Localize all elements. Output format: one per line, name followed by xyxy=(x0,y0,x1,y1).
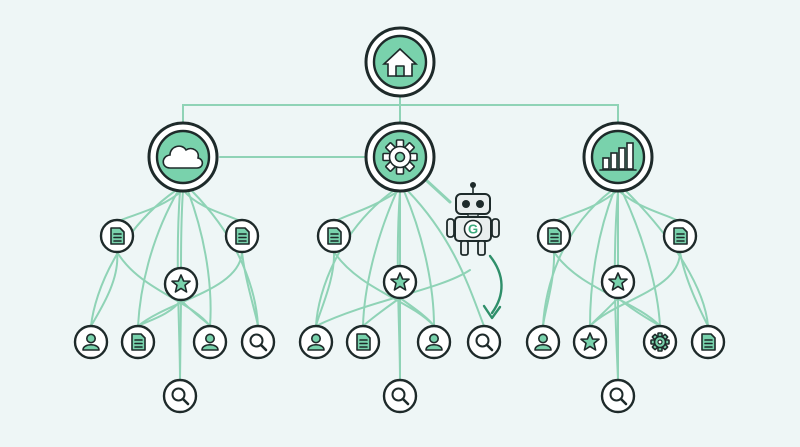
document-icon xyxy=(547,227,562,245)
document-icon xyxy=(235,227,250,245)
chart-node[interactable] xyxy=(582,121,654,193)
document-icon xyxy=(110,227,125,245)
page-node[interactable] xyxy=(382,378,418,414)
page-node[interactable] xyxy=(416,324,452,360)
page-node[interactable] xyxy=(120,324,156,360)
page-node[interactable] xyxy=(690,324,726,360)
page-node[interactable] xyxy=(163,266,199,302)
gear-icon xyxy=(382,139,418,175)
page-node[interactable] xyxy=(99,218,135,254)
crawler-robot: G xyxy=(446,182,500,256)
gear-node[interactable] xyxy=(364,121,436,193)
gear-icon xyxy=(650,332,670,352)
page-node[interactable] xyxy=(466,324,502,360)
page-node[interactable] xyxy=(642,324,678,360)
page-node[interactable] xyxy=(298,324,334,360)
page-node[interactable] xyxy=(316,218,352,254)
page-node[interactable] xyxy=(600,264,636,300)
document-icon xyxy=(673,227,688,245)
page-node[interactable] xyxy=(345,324,381,360)
cloud-node[interactable] xyxy=(147,121,219,193)
page-node[interactable] xyxy=(536,218,572,254)
connection-lines xyxy=(90,95,709,381)
root-node[interactable] xyxy=(364,26,436,98)
crawler-badge: G xyxy=(468,222,478,237)
document-icon xyxy=(131,333,146,351)
page-node[interactable] xyxy=(572,324,608,360)
document-icon xyxy=(701,333,716,351)
page-node[interactable] xyxy=(162,378,198,414)
page-node[interactable] xyxy=(382,264,418,300)
home-icon xyxy=(381,47,419,77)
cloud-icon xyxy=(162,145,204,169)
document-icon xyxy=(327,227,342,245)
page-node[interactable] xyxy=(192,324,228,360)
bar-chart-icon xyxy=(599,142,637,171)
page-node[interactable] xyxy=(600,378,636,414)
page-node[interactable] xyxy=(73,324,109,360)
page-node[interactable] xyxy=(224,218,260,254)
page-node[interactable] xyxy=(525,324,561,360)
crawl-arrow xyxy=(482,254,503,320)
page-node[interactable] xyxy=(240,324,276,360)
page-node[interactable] xyxy=(662,218,698,254)
document-icon xyxy=(356,333,371,351)
